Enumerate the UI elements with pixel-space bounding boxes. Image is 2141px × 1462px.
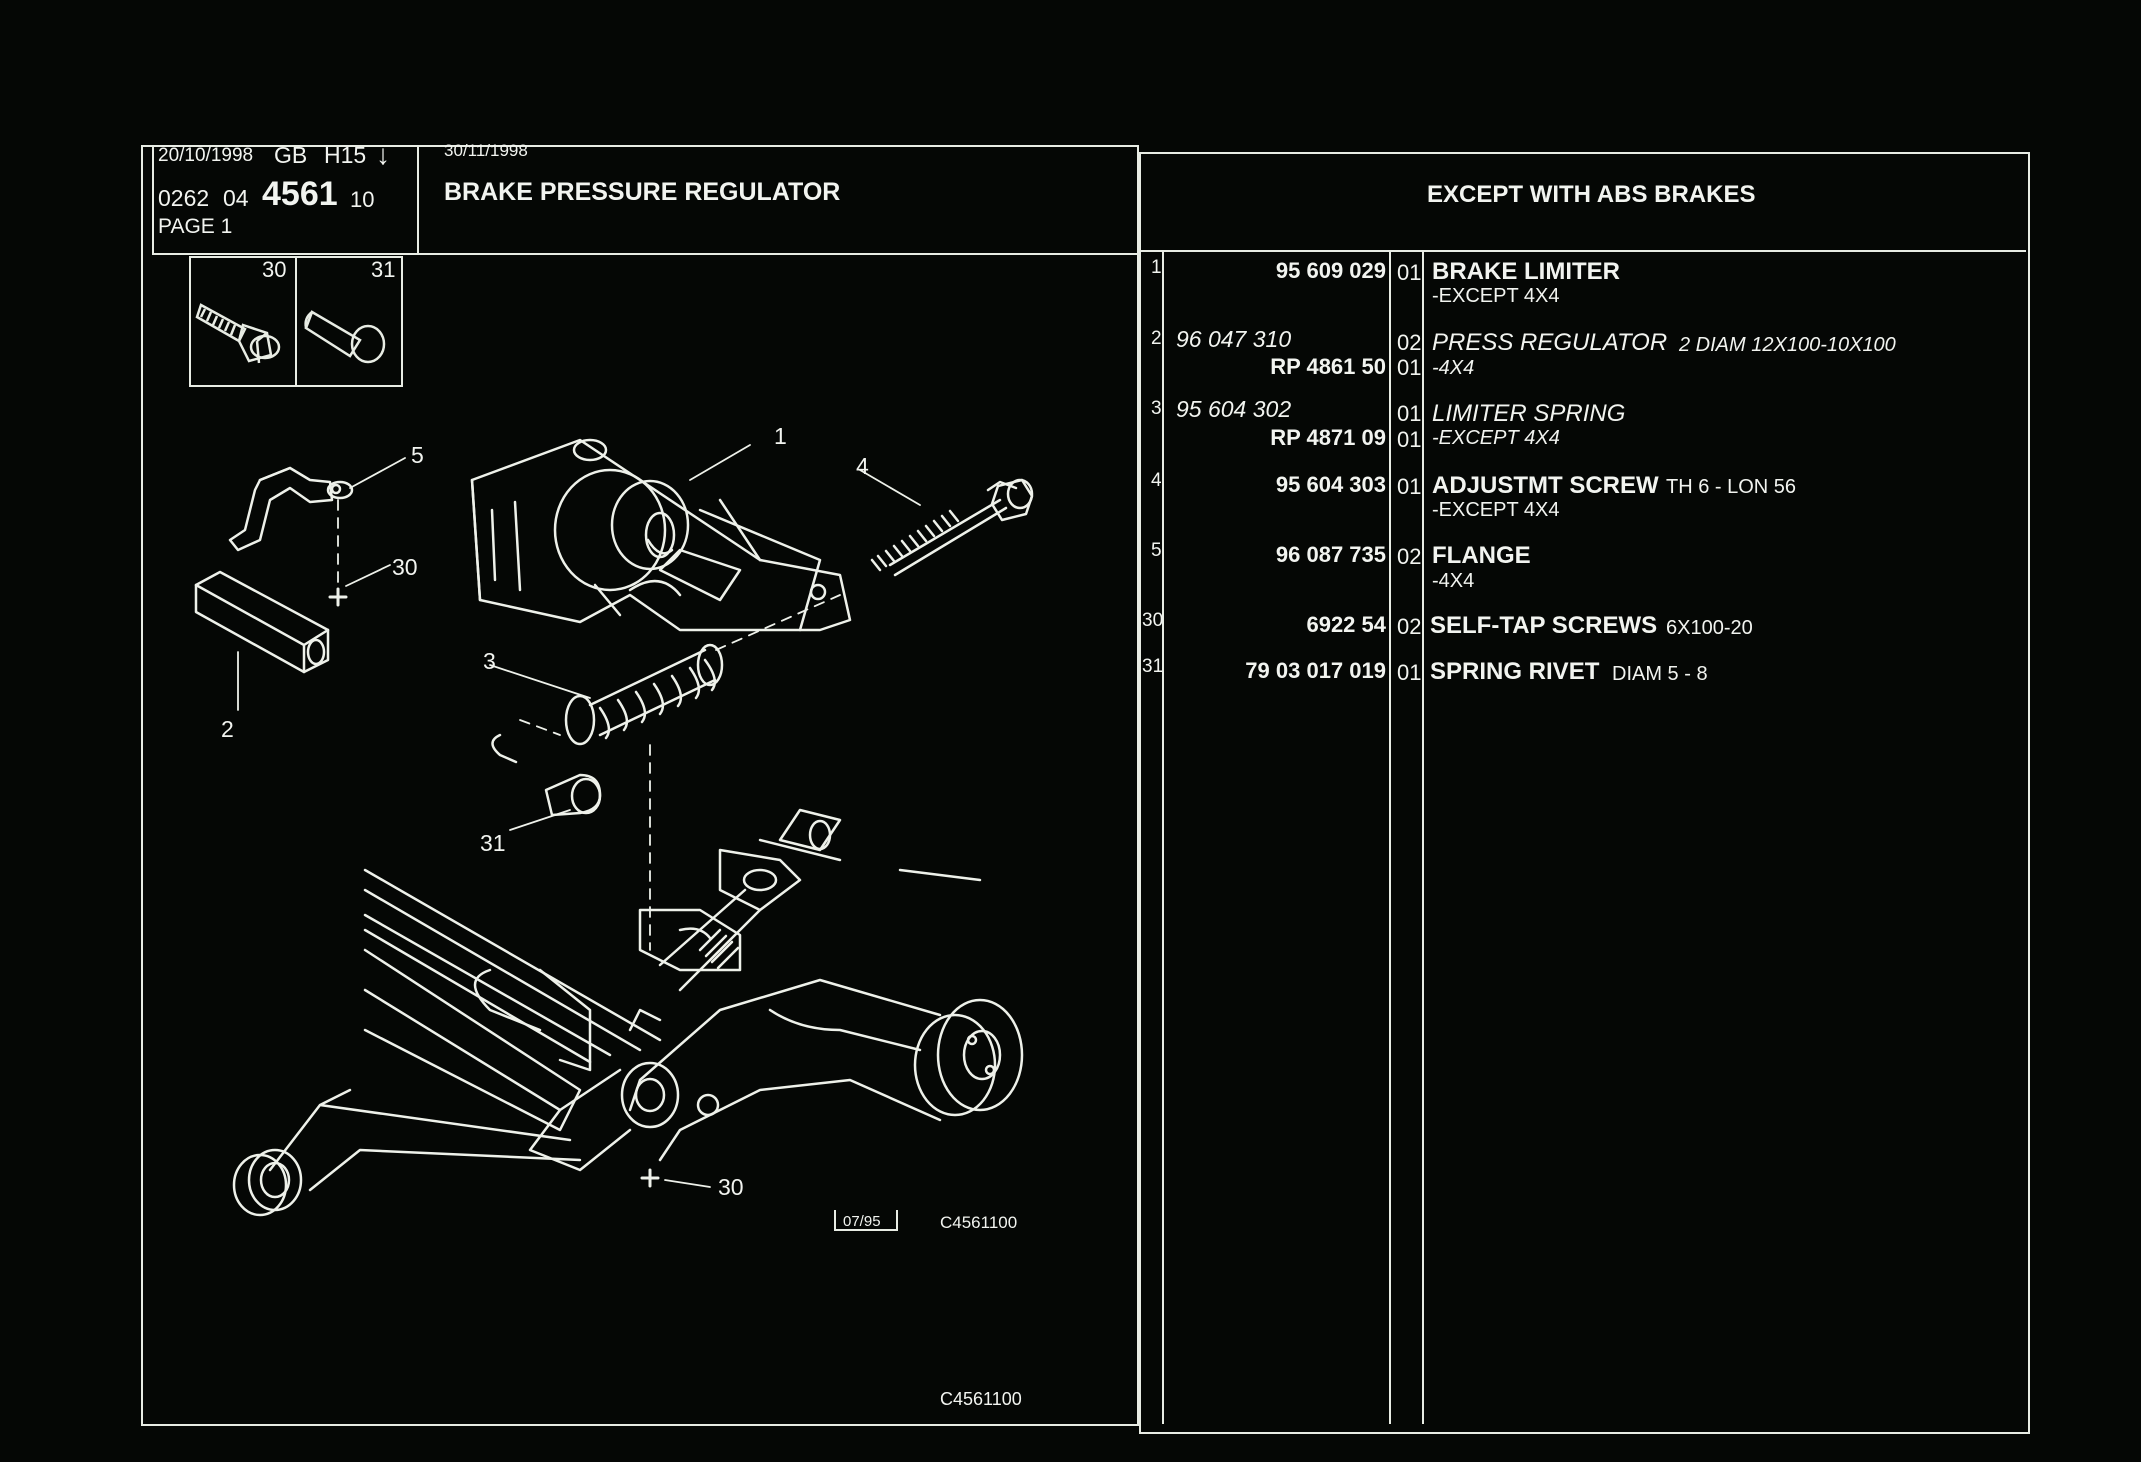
part-number: 96 047 310 — [1176, 326, 1292, 352]
condition-title: EXCEPT WITH ABS BRAKES — [1427, 181, 1756, 208]
rear-axle-drawing — [232, 808, 1024, 1217]
brake-limiter-drawing — [470, 438, 852, 632]
rubber-bar-drawing — [194, 570, 330, 674]
item-index: 1 — [1151, 257, 1162, 278]
part-description: PRESS REGULATOR — [1432, 329, 1668, 356]
leader-4 — [859, 469, 921, 506]
item-index: 31 — [1142, 656, 1164, 677]
callout-4: 4 — [856, 453, 869, 479]
inset-label-30: 30 — [262, 257, 287, 282]
part-extra: 6X100-20 — [1666, 617, 1753, 639]
clip-and-rivet-drawing — [491, 733, 602, 817]
language-code: GB — [274, 142, 308, 168]
part-note: -EXCEPT 4X4 — [1432, 427, 1560, 449]
part-number: 95 604 303 — [1275, 472, 1386, 497]
part-extra: 2 DIAM 12X100-10X100 — [1679, 334, 1896, 356]
date-box — [834, 1210, 898, 1231]
part-number: 79 03 017 019 — [1245, 658, 1386, 683]
leader-3 — [489, 664, 591, 699]
part-note: -EXCEPT 4X4 — [1432, 285, 1560, 307]
part-number: 6922 54 — [1306, 612, 1386, 637]
table-col-rule-3 — [1422, 252, 1424, 1424]
rivet-icon — [304, 310, 386, 364]
exploded-diagram — [194, 438, 1034, 1217]
quantity: 02 — [1397, 544, 1422, 569]
part-description: FLANGE — [1432, 542, 1531, 569]
part-number: 95 609 029 — [1275, 258, 1386, 283]
quantity-alt: 01 — [1397, 427, 1422, 452]
leader-5 — [349, 457, 406, 489]
part-extra: DIAM 5 - 8 — [1612, 663, 1708, 685]
quantity: 02 — [1397, 330, 1422, 355]
header-divider — [417, 145, 419, 255]
part-note: -4X4 — [1432, 357, 1475, 379]
leader-30-bottom — [664, 1179, 711, 1188]
part-number: 96 087 735 — [1275, 542, 1386, 567]
callout-5: 5 — [411, 442, 424, 468]
leader-31 — [509, 809, 571, 831]
part-description: ADJUSTMT SCREW — [1432, 472, 1659, 499]
part-description: LIMITER SPRING — [1432, 400, 1626, 427]
quantity: 01 — [1397, 660, 1422, 685]
callout-2: 2 — [221, 716, 234, 742]
flange-drawing — [228, 466, 354, 552]
ref-group: 0262 — [158, 185, 210, 211]
quantity: 01 — [1397, 474, 1422, 499]
callout-3: 3 — [483, 648, 496, 674]
item-index: 3 — [1151, 398, 1162, 419]
item-index: 30 — [1142, 610, 1164, 631]
callout-30-top: 30 — [392, 554, 418, 580]
ref-suffix: 10 — [350, 187, 375, 212]
right-panel-frame — [1139, 152, 2030, 1434]
item-index: 4 — [1151, 470, 1162, 491]
part-number-alt: RP 4871 09 — [1270, 425, 1386, 450]
leader-1 — [689, 444, 751, 481]
part-note: -4X4 — [1432, 570, 1475, 592]
item-index: 2 — [1151, 328, 1162, 349]
diagram-ref-code: C4561100 — [940, 1213, 1018, 1232]
quantity: 01 — [1397, 260, 1422, 285]
screw-icon — [195, 303, 281, 364]
part-description: BRAKE LIMITER — [1432, 258, 1620, 285]
date-revised: 30/11/1998 — [444, 141, 528, 160]
date-box-label: 07/95 — [843, 1213, 881, 1230]
adjustment-screw-drawing — [870, 478, 1034, 577]
ref-subgroup: 04 — [223, 185, 249, 211]
part-description: SPRING RIVET — [1430, 658, 1600, 685]
leader-30-top — [345, 564, 391, 587]
header-top-rule — [152, 145, 1138, 147]
limiter-spring-drawing — [564, 511, 724, 746]
part-extra: TH 6 - LON 56 — [1666, 476, 1797, 498]
quantity: 01 — [1397, 401, 1422, 426]
right-header-rule — [1139, 250, 2026, 252]
ref-main-number: 4561 — [262, 175, 338, 213]
quantity: 02 — [1397, 614, 1422, 639]
down-arrow-icon: ↓ — [376, 139, 390, 170]
date-issued: 20/10/1998 — [158, 145, 254, 166]
left-header-rule — [152, 253, 1138, 255]
inset-divider — [295, 256, 297, 385]
page-label: PAGE 1 — [158, 215, 233, 238]
footer-ref-code: C4561100 — [940, 1389, 1022, 1409]
table-col-rule-1 — [1162, 252, 1164, 1424]
part-description: SELF-TAP SCREWS — [1430, 612, 1658, 639]
item-index: 5 — [1151, 540, 1162, 561]
part-note: -EXCEPT 4X4 — [1432, 499, 1560, 521]
header-left-edge — [152, 145, 154, 255]
callout-30-bottom: 30 — [718, 1174, 744, 1200]
quantity-alt: 01 — [1397, 355, 1422, 380]
part-number: 95 604 302 — [1176, 396, 1292, 422]
inset-label-31: 31 — [371, 257, 396, 282]
part-number-alt: RP 4861 50 — [1270, 354, 1386, 379]
page-title: BRAKE PRESSURE REGULATOR — [444, 178, 841, 206]
section-code: H15 — [324, 142, 367, 168]
callout-1: 1 — [774, 423, 787, 449]
table-col-rule-2 — [1389, 252, 1391, 1424]
callout-31: 31 — [480, 830, 506, 856]
